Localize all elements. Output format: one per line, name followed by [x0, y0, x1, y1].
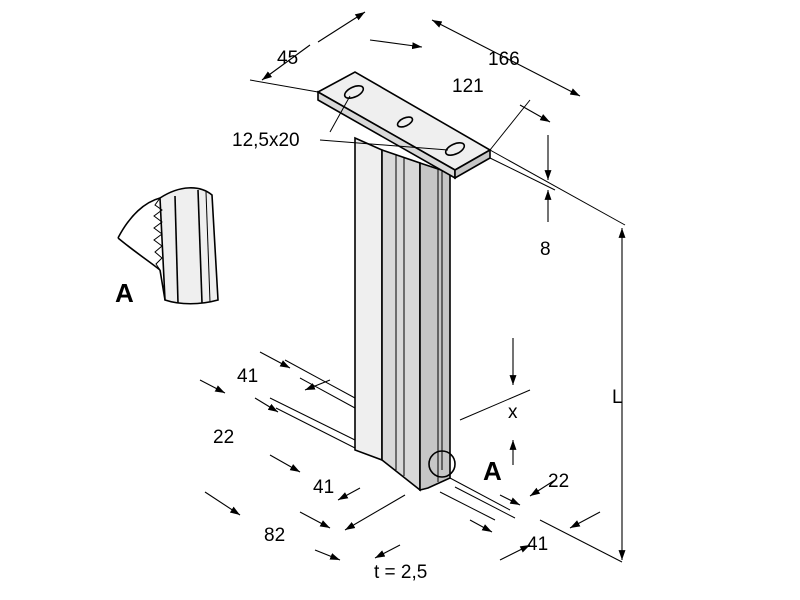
dim-hole-size: 12,5x20 [232, 130, 300, 151]
dim-top-width-166: 166 [488, 49, 520, 70]
dim-base-left-41-upper: 41 [237, 366, 258, 387]
dim-base-left-82: 82 [264, 525, 285, 546]
dim-base-right-41: 41 [527, 534, 548, 555]
slot-hole-1 [343, 85, 365, 99]
top-plate [316, 71, 492, 180]
base-lines [269, 359, 516, 521]
dim-wall-thickness: t = 2,5 [374, 562, 427, 583]
dim-length: L [612, 387, 623, 408]
dimension-lines [199, 11, 626, 563]
dim-top-width-45: 45 [277, 48, 298, 69]
dim-plate-thickness: 8 [540, 239, 551, 260]
detail-marker-label: A [483, 456, 502, 486]
dim-offset-x: x [508, 402, 518, 423]
detail-label: A [115, 278, 134, 308]
profile-body [354, 136, 451, 492]
dim-top-width-121: 121 [452, 76, 484, 97]
detail-a-view [117, 187, 219, 305]
dim-base-left-41-lower: 41 [313, 477, 334, 498]
dim-base-right-22: 22 [548, 471, 569, 492]
slot-hole-3 [444, 142, 466, 156]
slot-hole-2 [396, 116, 414, 128]
dim-base-left-22: 22 [213, 427, 234, 448]
detail-marker-circle [428, 450, 456, 478]
